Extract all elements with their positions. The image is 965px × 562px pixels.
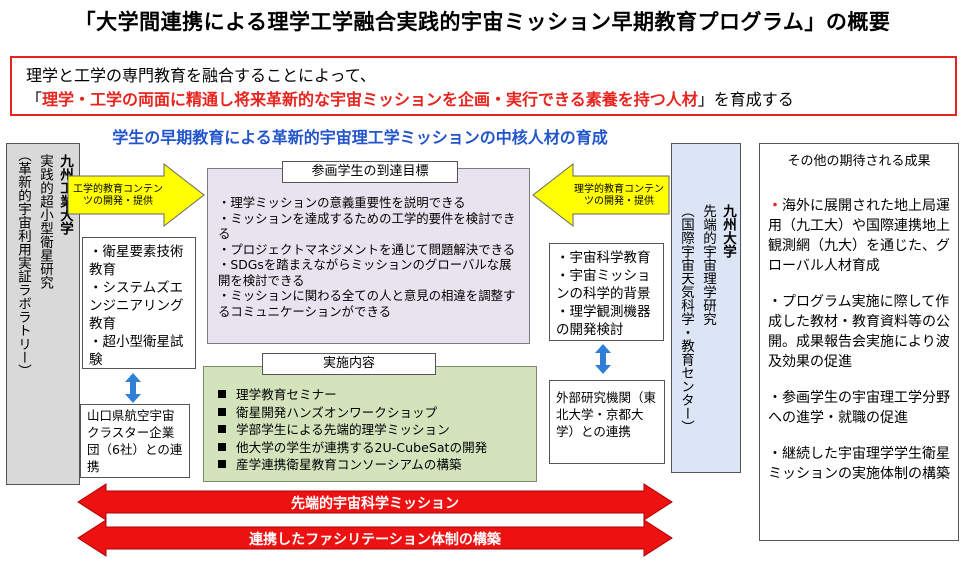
implementation-list: 理学教育セミナー 衛星開発ハンズオンワークショップ 学部学生による先端的理学ミッ… [218, 386, 530, 474]
right-arrow-icon [67, 162, 205, 228]
list-item: ・SDGsを踏まえながらミッションのグローバルな展開を検討できる [218, 257, 512, 288]
list-item: ・理学ミッションの意義重要性を説明できる [218, 195, 466, 210]
page-title: 「大学間連携による理学工学融合実践的宇宙ミッション早期教育プログラム」の概要 [74, 10, 891, 34]
double-arrow-icon [77, 519, 673, 557]
implementation-header: 実施内容 [262, 353, 436, 375]
square-bullet-icon [218, 460, 226, 468]
other-outcomes-header: その他の期待される成果 [787, 154, 931, 169]
kyutech-lab: （革新的宇宙利用実証ラボラトリー） [15, 148, 31, 378]
left-updown-arrow-icon [125, 373, 141, 403]
achievement-goals-panel: 参画学生の到達目標 ・理学ミッションの意義重要性を説明できる ・ミッションを達成… [207, 161, 530, 344]
kyudai-center: （国際宇宙天気科学・教育センター） [678, 204, 694, 434]
list-item: 理学教育セミナー [218, 386, 530, 404]
program-goal-box: 理学と工学の専門教育を融合することによって、 「理学・工学の両面に精通し将来革新… [10, 56, 957, 116]
list-item: ・システムズエンジニアリング教育 [89, 280, 184, 332]
kyutech-research: 実践的超小型衛星研究 [37, 154, 53, 289]
other-outcomes-list: ・海外に展開された地上局運用（九工大）や国際連携地上観測網（九大）を通じた、グロ… [768, 196, 952, 500]
list-item: 他大学の学生が連携する2U-CubeSatの開発 [218, 439, 530, 457]
kyudai-panel: 九州大学 先端的宇宙理学研究 （国際宇宙天気科学・教育センター） [671, 143, 741, 473]
square-bullet-icon [218, 390, 226, 398]
list-item: ・宇宙ミッションの科学的背景 [556, 268, 651, 302]
list-item: ・プロジェクトマネジメントを通じて問題解決できる [218, 241, 516, 257]
right-updown-arrow-icon [595, 344, 611, 374]
implementation-panel: 実施内容 理学教育セミナー 衛星開発ハンズオンワークショップ 学部学生による先端… [203, 353, 537, 482]
achievement-goals-list: ・理学ミッションの意義重要性を説明できる ・ミッションを達成するための工学的要件… [218, 195, 523, 319]
list-item: ・参画学生の宇宙理工学分野への進学・就職の促進 [768, 390, 950, 426]
list-item: 産学連携衛星教育コンソーシアムの構築 [218, 456, 530, 474]
aerospace-cluster-partner: 山口県航空宇宙クラスター企業団（6社）との連携 [80, 404, 190, 478]
goal-line-1: 理学と工学の専門教育を融合することによって、 [26, 66, 376, 85]
square-bullet-icon [218, 407, 226, 416]
program-subtitle: 学生の早期教育による革新的宇宙理工学ミッションの中核人材の育成 [112, 128, 608, 147]
science-content-label: 理学的教育コンテンツの開発・提供 [574, 184, 664, 207]
list-item: ・ミッションに関わる全ての人と意見の相違を調整するコミュニケーションができる [218, 288, 516, 319]
list-item: ・継続した宇宙理学学生衛星ミッションの実施体制の構築 [768, 446, 950, 482]
science-content-arrow: 理学的教育コンテンツの開発・提供 [531, 162, 671, 228]
list-item: ・理学観測機器の開発検討 [556, 304, 651, 338]
science-education-list: ・宇宙科学教育 ・宇宙ミッションの科学的背景 ・理学観測機器の開発検討 [549, 243, 664, 341]
goal-bracket-close: 」を育成する [697, 90, 794, 109]
goal-line-2: 「理学・工学の両面に精通し将来革新的な宇宙ミッションを企画・実行できる素養を持つ… [26, 88, 941, 112]
double-arrow-icon [77, 483, 673, 521]
left-arrow-icon [532, 162, 670, 228]
list-item: ・プログラム実施に際して作成した教材・教育資料等の公開。成果報告会実施により波及… [768, 294, 950, 370]
red-bullet-icon: ・ [768, 198, 782, 214]
square-bullet-icon [218, 442, 226, 451]
list-item: ・宇宙科学教育 [556, 250, 651, 266]
list-item: 衛星開発ハンズオンワークショップ [218, 404, 530, 422]
kyudai-research: 先端的宇宙理学研究 [700, 204, 716, 326]
external-research-partner: 外部研究機関（東北大学・京都大学）との連携 [549, 380, 665, 464]
engineering-education-list: ・衛星要素技術教育 ・システムズエンジニアリング教育 ・超小型衛星試験 [82, 237, 196, 369]
facilitation-system-bar: 連携したファシリテーション体制の構築 [76, 518, 674, 558]
kyudai-name: 九州大学 [720, 204, 736, 258]
goal-highlight: 理学・工学の両面に精通し将来革新的な宇宙ミッションを企画・実行できる素養を持つ人… [42, 90, 698, 109]
list-item: ・衛星要素技術教育 [89, 244, 184, 278]
advanced-science-mission-bar: 先端的宇宙科学ミッション [76, 482, 674, 522]
achievement-goals-header: 参画学生の到達目標 [282, 161, 458, 183]
list-item: ・海外に展開された地上局運用（九工大）や国際連携地上観測網（九大）を通じた、グロ… [768, 198, 950, 274]
advanced-science-mission-label: 先端的宇宙科学ミッション [291, 496, 459, 512]
list-item: ・ミッションを達成するための工学的要件を検討できる [218, 210, 516, 242]
other-outcomes-panel: その他の期待される成果 ・海外に展開された地上局運用（九工大）や国際連携地上観測… [759, 143, 959, 541]
engineering-content-label: 工学的教育コンテンツの開発・提供 [73, 184, 163, 207]
facilitation-system-label: 連携したファシリテーション体制の構築 [249, 532, 501, 548]
list-item: ・超小型衛星試験 [89, 334, 184, 368]
goal-bracket-open: 「 [26, 90, 43, 109]
kyutech-name: 九州工業大学 [57, 154, 73, 235]
list-item: 学部学生による先端的理学ミッション [218, 421, 530, 439]
square-bullet-icon [218, 425, 226, 433]
engineering-content-arrow: 工学的教育コンテンツの開発・提供 [66, 162, 206, 228]
